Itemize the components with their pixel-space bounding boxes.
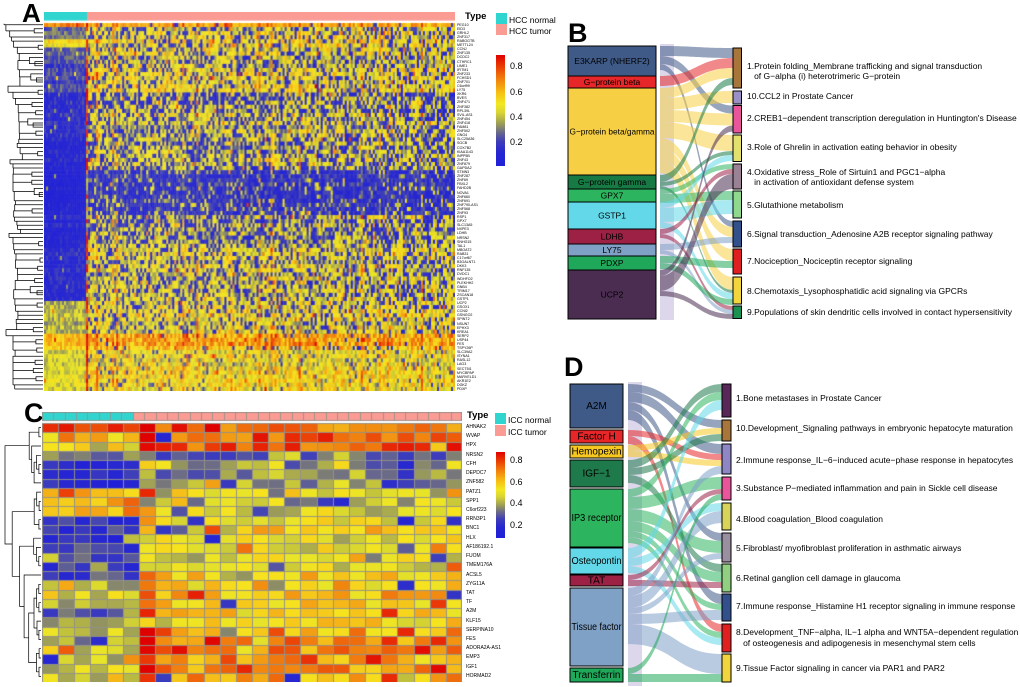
svg-text:Transferrin: Transferrin	[573, 670, 621, 681]
svg-text:A2M: A2M	[586, 401, 607, 412]
svg-text:Hemopexin: Hemopexin	[572, 447, 622, 458]
svg-text:UCP2: UCP2	[601, 290, 624, 300]
svg-text:E3KARP (NHERF2): E3KARP (NHERF2)	[574, 56, 650, 66]
svg-text:TAT: TAT	[588, 576, 605, 587]
svg-text:G−protein beta: G−protein beta	[584, 77, 641, 87]
svg-text:Tissue factor: Tissue factor	[572, 622, 623, 633]
svg-text:Factor H: Factor H	[577, 432, 615, 443]
svg-text:PDXP: PDXP	[600, 258, 623, 268]
svg-text:Osteopontin: Osteopontin	[572, 556, 622, 567]
svg-text:G−protein gamma: G−protein gamma	[578, 177, 647, 187]
svg-text:LDHB: LDHB	[601, 232, 624, 242]
svg-text:LY75: LY75	[602, 245, 621, 255]
svg-text:GPX7: GPX7	[601, 191, 624, 201]
svg-text:IP3 receptor: IP3 receptor	[572, 513, 623, 524]
svg-text:G−protein beta/gamma: G−protein beta/gamma	[570, 127, 655, 137]
svg-text:GSTP1: GSTP1	[598, 211, 626, 221]
svg-text:IGF−1: IGF−1	[582, 469, 611, 480]
